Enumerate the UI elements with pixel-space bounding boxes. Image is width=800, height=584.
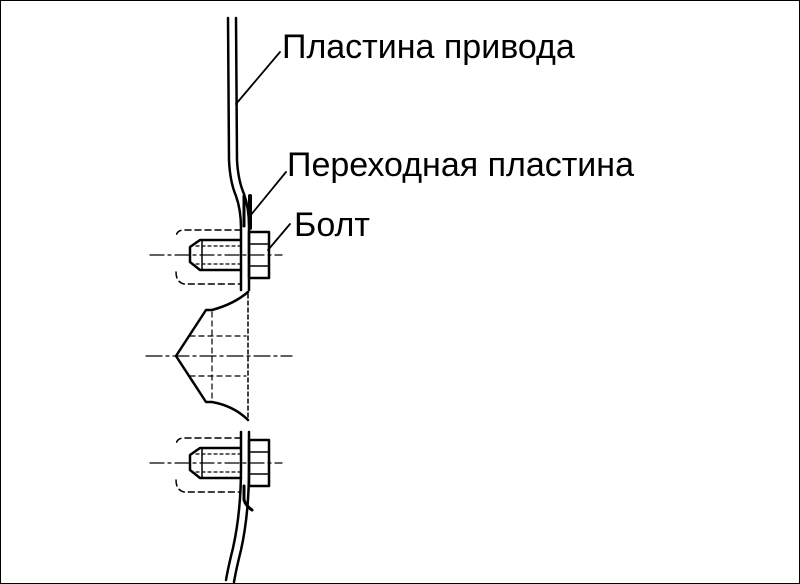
leader-drive-plate [235, 51, 281, 105]
adapter-plate-label: Переходная пластина [287, 146, 634, 184]
leader-bolt [267, 223, 291, 251]
lower-bolt [149, 437, 283, 493]
drive-plate-label: Пластина привода [282, 28, 575, 66]
leader-adapter-plate [249, 171, 287, 217]
bolt-label: Болт [294, 206, 370, 244]
leader-lines [235, 51, 291, 251]
adapter-plate [242, 194, 254, 512]
upper-bolt [149, 229, 283, 285]
crankshaft-hub [145, 290, 293, 422]
